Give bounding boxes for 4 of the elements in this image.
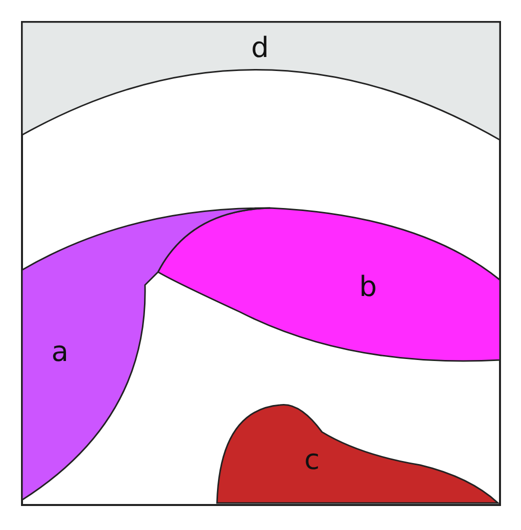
region-letter: d (251, 34, 269, 62)
region-letter: c (304, 446, 320, 474)
region-letter: b (359, 273, 377, 301)
region-letter: a (51, 338, 69, 366)
